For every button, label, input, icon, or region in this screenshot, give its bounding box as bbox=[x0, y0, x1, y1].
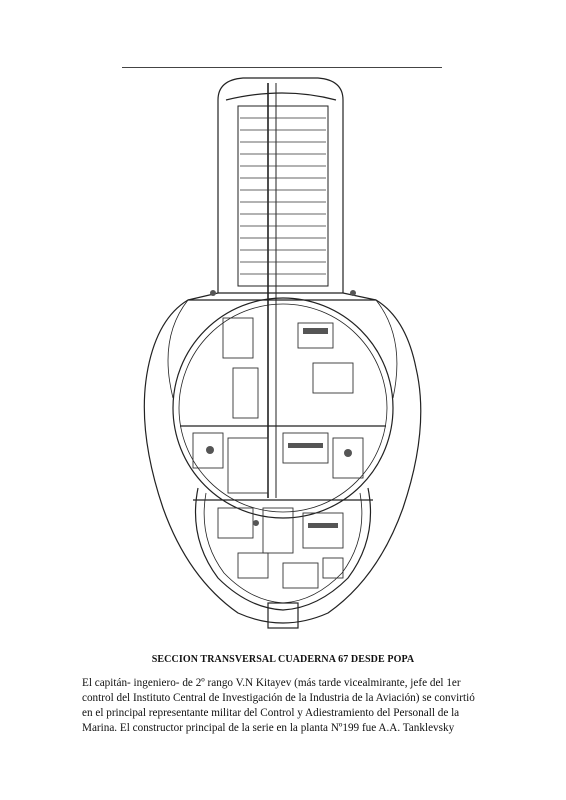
sail-ladder bbox=[240, 117, 326, 275]
pressure-hull-upper bbox=[172, 297, 394, 519]
cross-section-svg bbox=[143, 77, 422, 629]
scan-top-rule bbox=[122, 67, 442, 68]
outer-hull bbox=[143, 299, 422, 624]
ballast-tank-right bbox=[375, 299, 398, 399]
paragraph-line: Marina. El constructor principal de la s… bbox=[82, 722, 455, 734]
paragraph-line: control del Instituto Central de Investi… bbox=[82, 692, 475, 704]
submarine-cross-section-drawing bbox=[118, 68, 448, 648]
pressure-hull-lower bbox=[195, 487, 371, 611]
deck-casing bbox=[187, 292, 377, 301]
ballast-tank-left bbox=[167, 299, 189, 399]
keel-box bbox=[267, 602, 299, 629]
sail-top-arc bbox=[225, 92, 337, 101]
interior-equipment bbox=[192, 317, 364, 589]
paragraph-line: en el principal representante militar de… bbox=[82, 707, 460, 719]
equipment-details bbox=[206, 290, 356, 528]
paragraph-line: El capitán- ingeniero- de 2º rango V.N K… bbox=[82, 677, 461, 689]
body-paragraph: El capitán- ingeniero- de 2º rango V.N K… bbox=[82, 676, 502, 736]
figure-caption: SECCION TRANSVERSAL CUADERNA 67 DESDE PO… bbox=[151, 654, 415, 665]
sail-outline bbox=[217, 77, 344, 293]
pressure-hull-upper-inner bbox=[178, 303, 388, 513]
mast-housing bbox=[237, 105, 329, 287]
